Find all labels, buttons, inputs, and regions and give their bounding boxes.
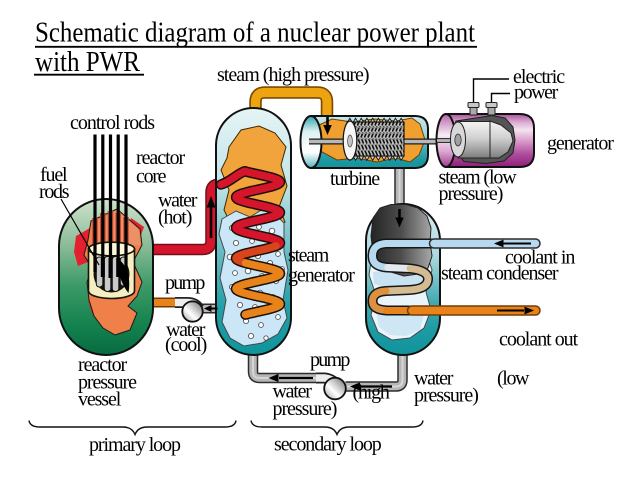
svg-text:(high: (high <box>353 382 390 404</box>
svg-text:fuel: fuel <box>40 164 68 186</box>
svg-text:electric: electric <box>513 66 565 88</box>
svg-text:steam (low: steam (low <box>439 167 518 189</box>
svg-text:vessel: vessel <box>78 389 122 411</box>
svg-text:water: water <box>166 319 206 341</box>
svg-text:pump: pump <box>165 272 205 294</box>
svg-text:pressure: pressure <box>78 372 137 394</box>
svg-text:control rods: control rods <box>70 112 155 134</box>
svg-text:(hot): (hot) <box>158 207 192 229</box>
svg-text:steam: steam <box>288 245 330 267</box>
svg-text:pressure): pressure) <box>439 183 504 205</box>
svg-text:pressure): pressure) <box>273 398 338 420</box>
svg-text:reactor: reactor <box>78 354 128 376</box>
svg-text:steam (high pressure): steam (high pressure) <box>217 64 370 86</box>
svg-text:generator: generator <box>547 133 614 155</box>
svg-text:secondary loop: secondary loop <box>274 434 382 456</box>
svg-text:water: water <box>273 381 313 403</box>
svg-text:primary loop: primary loop <box>89 434 181 456</box>
svg-text:coolant out: coolant out <box>499 329 579 351</box>
svg-text:(low: (low <box>497 368 530 390</box>
svg-text:rods: rods <box>39 181 70 203</box>
svg-text:steam condenser: steam condenser <box>441 263 559 285</box>
svg-text:(cool): (cool) <box>165 334 207 356</box>
svg-text:pressure): pressure) <box>414 385 479 407</box>
svg-text:power: power <box>514 82 559 104</box>
svg-text:water: water <box>414 368 454 390</box>
svg-text:reactor: reactor <box>136 147 186 169</box>
svg-text:Schematic diagram of a nuclear: Schematic diagram of a nuclear power pla… <box>35 17 475 49</box>
svg-text:coolant in: coolant in <box>505 247 575 269</box>
svg-text:generator: generator <box>288 265 355 287</box>
svg-text:with PWR: with PWR <box>35 46 141 78</box>
svg-text:turbine: turbine <box>330 168 380 190</box>
svg-text:water: water <box>158 190 198 212</box>
svg-text:core: core <box>136 166 167 188</box>
svg-text:pump: pump <box>310 349 350 371</box>
